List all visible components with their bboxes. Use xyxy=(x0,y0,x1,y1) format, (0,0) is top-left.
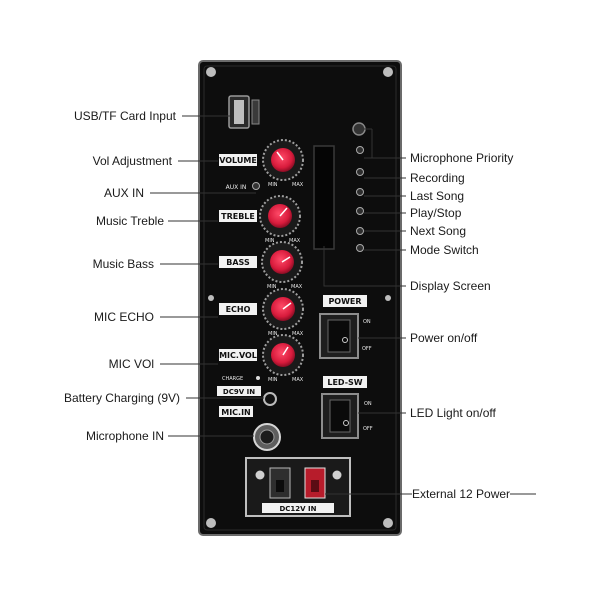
callout-music-bass: Music Bass xyxy=(92,257,154,271)
screw-icon xyxy=(208,295,214,301)
tf-card-slot[interactable] xyxy=(251,99,260,125)
bass-max-label: MAX xyxy=(291,284,303,290)
volume-max-label: MAX xyxy=(292,182,304,188)
callout-music-treble: Music Treble xyxy=(95,214,164,228)
play-stop-button[interactable] xyxy=(356,207,364,215)
mic-vol-max-label: MAX xyxy=(292,377,304,383)
screw-icon xyxy=(206,67,216,77)
display-screen xyxy=(313,145,335,250)
volume-knob-pointer xyxy=(276,151,284,161)
treble-knob[interactable]: MIN MAX xyxy=(259,195,301,244)
knob-labels: VOLUME AUX IN TREBLE BASS ECHO MIC.VOL xyxy=(219,154,260,361)
callout-led-onoff: LED Light on/off xyxy=(410,406,496,420)
volume-label: VOLUME xyxy=(219,156,257,165)
led-off-label: OFF xyxy=(363,426,373,432)
aux-in-jack[interactable] xyxy=(252,182,260,190)
callout-recording: Recording xyxy=(410,171,465,185)
bass-knob-pointer xyxy=(281,256,291,263)
power-off-label: OFF xyxy=(362,346,372,352)
callout-microphone-in: Microphone IN xyxy=(85,429,164,443)
led-sw-label: LED-SW xyxy=(327,378,362,387)
led-off-icon xyxy=(343,420,349,426)
mic-vol-label: MIC.VOL xyxy=(219,351,257,360)
screw-icon xyxy=(383,518,393,528)
callout-aux-in: AUX IN xyxy=(103,186,144,200)
screw-icon xyxy=(385,295,391,301)
echo-knob[interactable]: MIN MAX xyxy=(262,288,304,337)
led-sw-label-box xyxy=(323,376,367,388)
leader-line xyxy=(323,246,406,287)
usb-port-slot xyxy=(234,100,244,124)
callout-battery-charging: Battery Charging (9V) xyxy=(63,391,180,405)
power-off-icon xyxy=(342,337,348,343)
echo-label: ECHO xyxy=(226,305,251,314)
power-label: POWER xyxy=(328,297,361,306)
callout-external-power: External 12 Power xyxy=(412,487,511,501)
treble-knob-pointer xyxy=(279,207,288,217)
power-on-label: ON xyxy=(363,319,371,325)
callout-play-stop: Play/Stop xyxy=(410,206,462,220)
mic-priority-knob[interactable] xyxy=(352,122,366,136)
power-switch-rocker[interactable] xyxy=(327,319,351,353)
negative-terminal-clip xyxy=(276,480,284,492)
aux-in-label: AUX IN xyxy=(226,184,247,191)
led-switch-rocker[interactable] xyxy=(329,399,351,433)
led-on-label: ON xyxy=(364,401,372,407)
volume-knob[interactable]: MIN MAX xyxy=(262,139,304,188)
mode-button[interactable] xyxy=(356,244,364,252)
treble-min-label: MIN xyxy=(265,238,275,244)
callout-mic-echo: MIC ECHO xyxy=(94,310,154,324)
bass-knob[interactable]: MIN MAX xyxy=(261,241,303,290)
next-song-button[interactable] xyxy=(356,227,364,235)
record-button[interactable] xyxy=(356,168,364,176)
volume-min-label: MIN xyxy=(268,182,278,188)
callout-power-onoff: Power on/off xyxy=(410,331,478,345)
screw-icon xyxy=(255,470,265,480)
treble-label-box xyxy=(219,210,257,222)
echo-min-label: MIN xyxy=(268,331,278,337)
callout-display-screen: Display Screen xyxy=(410,279,491,293)
callout-next-song: Next Song xyxy=(410,224,467,238)
bass-min-label: MIN xyxy=(267,284,277,290)
mic-in-label-box xyxy=(219,406,253,417)
dc9v-jack[interactable] xyxy=(263,392,277,406)
mic-vol-knob-pointer xyxy=(282,346,289,356)
callout-mic-priority: Microphone Priority xyxy=(410,151,514,165)
echo-label-box xyxy=(219,303,257,315)
echo-max-label: MAX xyxy=(292,331,304,337)
dc9v-label-box xyxy=(217,386,261,396)
treble-label: TREBLE xyxy=(221,212,255,221)
power-label-box xyxy=(323,295,367,307)
dc12v-label-box xyxy=(262,503,334,513)
positive-terminal-clip xyxy=(311,480,319,492)
screw-icon xyxy=(332,470,342,480)
echo-knob-pointer xyxy=(282,302,292,310)
screw-icon xyxy=(383,67,393,77)
screw-icon xyxy=(206,518,216,528)
volume-label-box xyxy=(219,154,257,166)
mic-in-jack-hole xyxy=(259,429,275,445)
callout-mode-switch: Mode Switch xyxy=(410,243,479,257)
last-song-button[interactable] xyxy=(356,188,364,196)
mic-vol-knob[interactable]: MIN MAX xyxy=(262,334,304,383)
bass-label: BASS xyxy=(226,258,250,267)
dc9v-label: DC9V IN xyxy=(223,388,255,396)
callout-last-song: Last Song xyxy=(410,189,465,203)
mic-in-label: MIC.IN xyxy=(221,408,251,417)
media-buttons[interactable] xyxy=(356,146,364,252)
callout-usb-tf: USB/TF Card Input xyxy=(73,109,176,123)
treble-max-label: MAX xyxy=(289,238,301,244)
callout-vol-adjust: Vol Adjustment xyxy=(92,154,172,168)
bass-label-box xyxy=(219,256,257,268)
mic-vol-label-box xyxy=(219,349,257,361)
callout-mic-vol: MIC VOl xyxy=(108,357,154,371)
mic-priority-button[interactable] xyxy=(356,146,364,154)
usb-tf-ports[interactable] xyxy=(228,95,260,129)
dc12v-label: DC12V IN xyxy=(279,505,316,513)
mic-vol-min-label: MIN xyxy=(268,377,278,383)
charge-led-icon xyxy=(256,376,260,380)
charge-label: CHARGE xyxy=(222,376,243,382)
